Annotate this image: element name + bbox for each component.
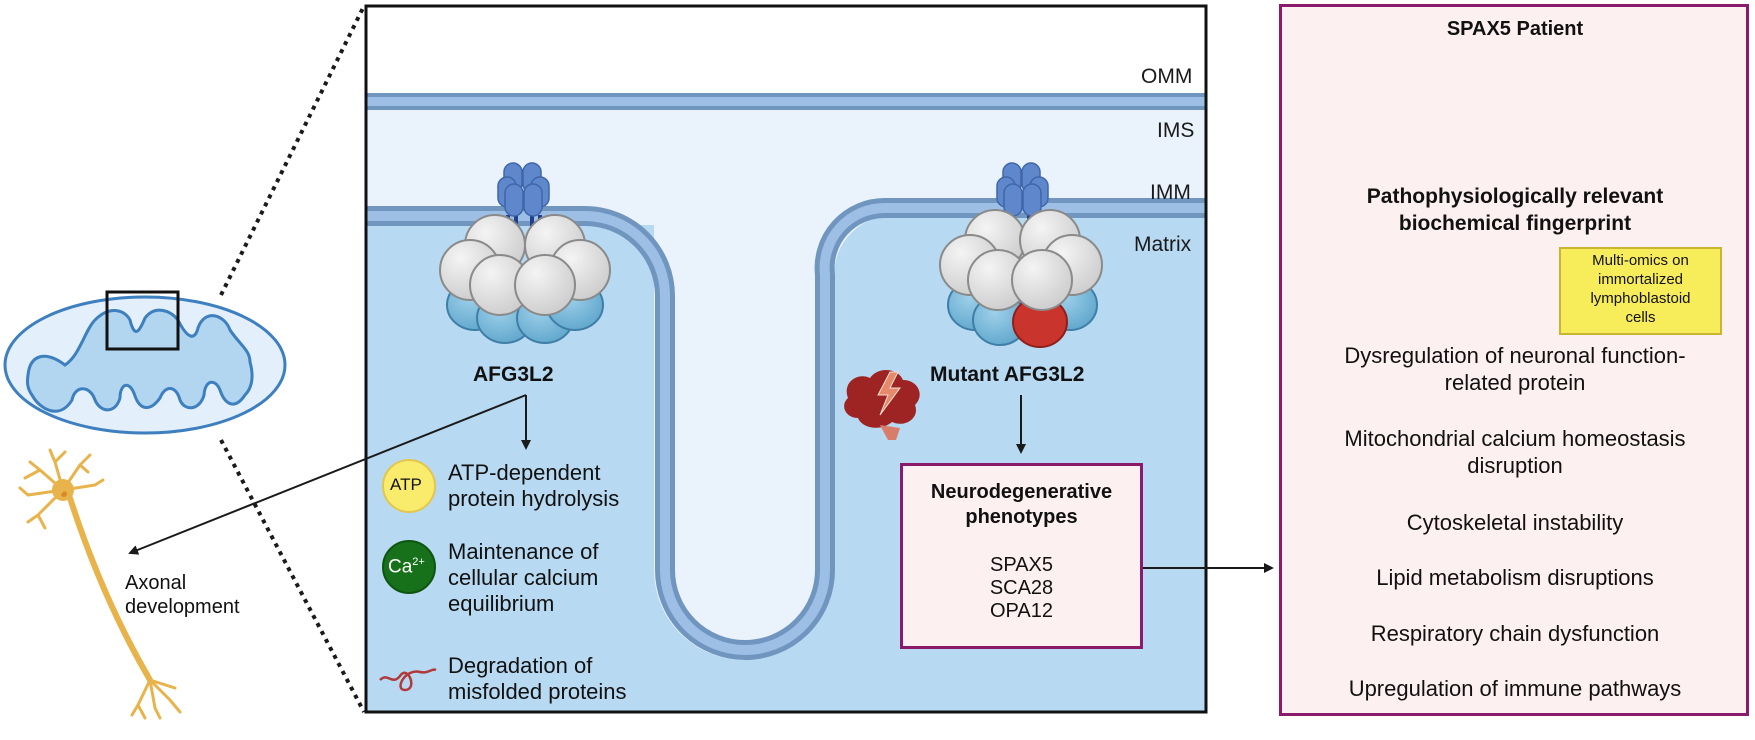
finding-neuronal-protein: Dysregulation of neuronal function- rela… xyxy=(1280,342,1750,396)
finding-cytoskeletal: Cytoskeletal instability xyxy=(1406,510,1624,535)
zoom-connector-lines xyxy=(219,5,366,713)
note-line: cells xyxy=(1625,309,1656,326)
matrix-label: Matrix xyxy=(1134,233,1192,256)
finding-line: Dysregulation of neuronal function- xyxy=(1344,343,1686,368)
disease-sca28: SCA28 xyxy=(989,577,1054,599)
finding-respiratory-chain: Respiratory chain dysfunction xyxy=(1370,621,1660,646)
function-text-line: equilibrium xyxy=(448,591,555,616)
spax5-patient-panel xyxy=(1279,4,1749,716)
disease-list: SPAX5 SCA28 OPA12 xyxy=(903,554,1140,623)
multi-omics-note: Multi-omics on immortalized lymphoblasto… xyxy=(1559,247,1722,335)
function-text-line: Maintenance of xyxy=(448,539,599,564)
omm-label: OMM xyxy=(1141,65,1193,88)
imm-label: IMM xyxy=(1150,181,1191,204)
finding-line: disruption xyxy=(1467,453,1563,478)
function-text-line: ATP-dependent xyxy=(448,460,601,485)
function-text-line: misfolded proteins xyxy=(448,679,627,704)
finding-calcium-homeostasis: Mitochondrial calcium homeostasis disrup… xyxy=(1280,425,1750,479)
function-item-calcium: Maintenance of cellular calcium equilibr… xyxy=(448,539,598,617)
function-text-line: protein hydrolysis xyxy=(448,486,620,511)
misfolded-protein-icon xyxy=(379,668,437,692)
mutant-afg3l2-complex-icon xyxy=(939,162,1103,348)
neuron-icon xyxy=(18,448,182,720)
axonal-label-line: Axonal xyxy=(125,572,187,594)
finding-lipid-metabolism: Lipid metabolism disruptions xyxy=(1376,565,1654,590)
disease-opa12: OPA12 xyxy=(990,600,1053,622)
mitochondrion-overview-icon xyxy=(3,290,287,435)
afg3l2-complex-icon xyxy=(439,162,611,344)
note-line: lymphoblastoid xyxy=(1590,290,1691,307)
damaged-brain-icon xyxy=(844,369,920,440)
mutant-afg3l2-label: Mutant AFG3L2 xyxy=(930,363,1085,386)
axonal-development-label: Axonal development xyxy=(125,571,240,619)
afg3l2-label: AFG3L2 xyxy=(473,363,554,386)
neurodegenerative-phenotypes-box: Neurodegenerative phenotypes SPAX5 SCA28… xyxy=(900,463,1143,649)
fingerprint-heading: Pathophysiologically relevant biochemica… xyxy=(1280,183,1750,237)
note-line: Multi-omics on xyxy=(1592,252,1689,269)
phenotypes-title: Neurodegenerative phenotypes xyxy=(903,480,1140,530)
function-text-line: cellular calcium xyxy=(448,565,599,590)
calcium-symbol: Ca xyxy=(388,556,413,578)
afg3l2-to-axonal-arrow xyxy=(128,394,527,555)
phenotypes-title-line: Neurodegenerative xyxy=(930,481,1113,503)
patient-title: SPAX5 Patient xyxy=(1446,18,1584,40)
finding-line: related protein xyxy=(1444,370,1586,395)
calcium-icon xyxy=(382,540,436,594)
calcium-charge: 2+ xyxy=(412,556,425,568)
disease-spax5: SPAX5 xyxy=(990,554,1053,576)
finding-line: Mitochondrial calcium homeostasis xyxy=(1344,426,1686,451)
fingerprint-line: Pathophysiologically relevant xyxy=(1366,185,1664,208)
ims-label: IMS xyxy=(1157,119,1195,142)
finding-immune-pathways: Upregulation of immune pathways xyxy=(1348,676,1682,701)
calcium-icon-text: Ca2+ xyxy=(388,556,425,578)
atp-icon-text: ATP xyxy=(390,475,422,494)
axonal-label-line: development xyxy=(125,596,240,618)
atp-icon xyxy=(382,459,436,513)
fingerprint-line: biochemical fingerprint xyxy=(1398,212,1632,235)
function-text-line: Degradation of xyxy=(448,653,593,678)
function-item-atp: ATP-dependent protein hydrolysis xyxy=(448,460,619,512)
note-line: immortalized xyxy=(1597,271,1684,288)
phenotypes-title-line: phenotypes xyxy=(965,506,1078,528)
function-item-degradation: Degradation of misfolded proteins xyxy=(448,653,627,705)
